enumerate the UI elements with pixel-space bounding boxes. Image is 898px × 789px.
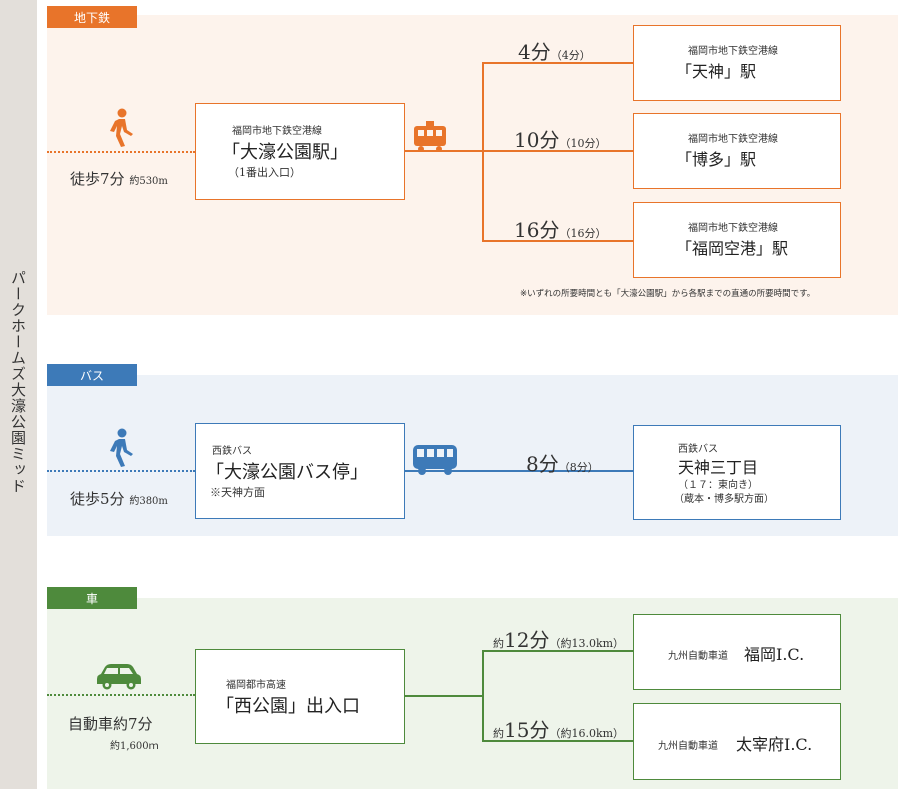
- drive-duration: 自動車約7分: [68, 715, 153, 733]
- dest-line: 福岡市地下鉄空港線: [688, 46, 778, 57]
- route-time: 8分（8分）: [526, 452, 599, 476]
- route-time-3: 16分（16分）: [514, 218, 607, 242]
- interchange-box: 福岡都市高速 「西公園」出入口: [195, 649, 405, 744]
- drive-time: 自動車約7分: [68, 713, 153, 734]
- branch-line: [482, 650, 484, 741]
- walking-person-icon: [110, 428, 133, 467]
- walk-distance: 約530m: [129, 176, 168, 187]
- route-time-2: 10分（10分）: [514, 128, 607, 152]
- footnote: ※いずれの所要時間とも「大濠公園駅」から各駅までの直通の所要時間です。: [520, 289, 816, 299]
- side-bar: パークホームズ大濠公園ミッド: [0, 0, 37, 789]
- walk-time: 徒歩7分 約530m: [70, 168, 168, 189]
- dest-sub2: （蔵本・博多駅方面）: [674, 494, 774, 505]
- walking-person-icon: [110, 108, 133, 147]
- walk-duration: 徒歩7分: [70, 170, 125, 188]
- drive-distance-wrap: 約1,600ｍ: [110, 735, 159, 753]
- walk-path: [47, 470, 195, 472]
- walk-duration: 徒歩5分: [70, 490, 125, 508]
- branch-1: [482, 62, 634, 64]
- walk-path: [47, 151, 195, 153]
- walk-time: 徒歩5分 約380m: [70, 488, 168, 509]
- car-tag: 車: [47, 587, 137, 609]
- drive-distance: 約1,600ｍ: [110, 741, 159, 752]
- branch-3: [482, 240, 634, 242]
- destination-box-2: 福岡市地下鉄空港線 「博多」駅: [633, 113, 841, 189]
- destination-box-1: 福岡市地下鉄空港線 「天神」駅: [633, 25, 841, 101]
- origin-name: 「西公園」出入口: [216, 696, 360, 717]
- train-icon: [414, 121, 446, 152]
- dest-name: 天神三丁目: [678, 458, 759, 477]
- destination-box-3: 福岡市地下鉄空港線 「福岡空港」駅: [633, 202, 841, 278]
- dest-name: 太宰府I.C.: [736, 735, 813, 754]
- origin-line: 福岡都市高速: [226, 680, 286, 691]
- branch-1: [482, 650, 634, 652]
- dest-line: 西鉄バス: [678, 444, 718, 455]
- dest-line: 福岡市地下鉄空港線: [688, 134, 778, 145]
- origin-name: 「大濠公園駅」: [222, 142, 348, 163]
- origin-line: 福岡市地下鉄空港線: [232, 126, 322, 137]
- drive-path: [47, 694, 195, 696]
- connector-line: [405, 695, 483, 697]
- origin-line: 西鉄バス: [212, 446, 252, 457]
- car-icon: [97, 664, 141, 690]
- origin-sub: ※天神方面: [210, 486, 265, 499]
- origin-station-box: 福岡市地下鉄空港線 「大濠公園駅」 （1番出入口）: [195, 103, 405, 200]
- route-time-1: 4分（4分）: [518, 40, 591, 64]
- dest-name: 「福岡空港」駅: [676, 239, 789, 258]
- route-time-2: 約15分（約16.0km）: [493, 718, 625, 742]
- origin-sub: （1番出入口）: [228, 166, 301, 179]
- origin-name: 「大濠公園バス停」: [206, 462, 368, 483]
- bus-destination-box: 西鉄バス 天神三丁目 （１７：東向き） （蔵本・博多駅方面）: [633, 425, 841, 520]
- branch-2: [482, 740, 634, 742]
- connector-line: [405, 470, 634, 472]
- dest-name: 「博多」駅: [676, 150, 757, 169]
- dest-sub1: （１７：東向き）: [678, 480, 758, 491]
- dest-line: 九州自動車道: [658, 741, 718, 752]
- bus-tag: バス: [47, 364, 137, 386]
- bus-icon: [413, 445, 457, 475]
- branch-2: [482, 150, 634, 152]
- connector-line: [405, 150, 483, 152]
- property-name: パークホームズ大濠公園ミッド: [9, 270, 27, 494]
- subway-tag: 地下鉄: [47, 6, 137, 28]
- walk-distance: 約380m: [129, 496, 168, 507]
- bus-stop-box: 西鉄バス 「大濠公園バス停」 ※天神方面: [195, 423, 405, 519]
- dest-name: 福岡I.C.: [744, 645, 805, 664]
- dest-line: 九州自動車道: [668, 651, 728, 662]
- interchange-destination-1: 九州自動車道 福岡I.C.: [633, 614, 841, 690]
- dest-name: 「天神」駅: [676, 62, 757, 81]
- dest-line: 福岡市地下鉄空港線: [688, 223, 778, 234]
- route-time-1: 約12分（約13.0km）: [493, 628, 625, 652]
- interchange-destination-2: 九州自動車道 太宰府I.C.: [633, 703, 841, 780]
